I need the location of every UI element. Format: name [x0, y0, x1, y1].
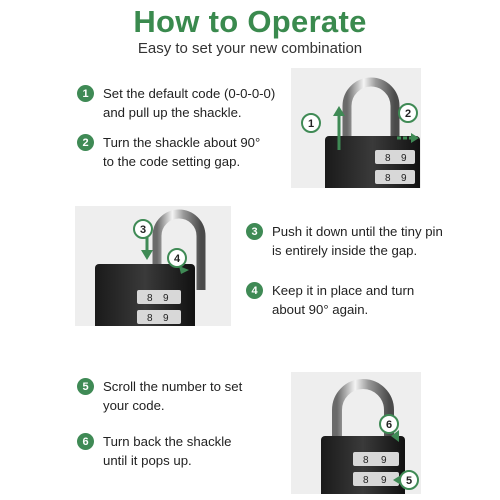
dial-row-1: [137, 290, 181, 304]
step-5: 5 Scroll the number to set your code.: [77, 377, 242, 415]
svg-text:6: 6: [386, 419, 392, 431]
dial-digit: 9: [163, 293, 169, 304]
callout-badge-4: [167, 248, 187, 268]
dial-row-2: [353, 472, 399, 486]
step-3-badge: 3: [246, 223, 263, 240]
callout-badge-5: [399, 470, 419, 490]
down-arrow-head-icon: [141, 250, 153, 260]
dial-digit: 8: [385, 173, 391, 184]
step-4-badge: 4: [246, 282, 263, 299]
step-4: 4 Keep it in place and turn about 90° ag…: [246, 281, 414, 319]
shackle-icon: [342, 77, 400, 188]
step-6-text: Turn back the shackle until it pops up.: [103, 434, 232, 468]
padlock-illustration-closed: 8 9 8 9 6 5: [321, 379, 419, 494]
dial-row-2: [137, 310, 181, 324]
scroll-arrow-head-icon: [393, 475, 401, 485]
step-4-text: Keep it in place and turn about 90° agai…: [272, 283, 415, 317]
dial-row-1: [353, 452, 399, 466]
panel-step-3-4: 8 9 8 9 3 4: [75, 206, 231, 326]
svg-text:3: 3: [140, 224, 146, 236]
page-title: How to Operate: [133, 4, 367, 39]
step-3-text: Push it down until the tiny pin is entir…: [272, 224, 443, 258]
dial-digit: 9: [401, 173, 407, 184]
padlock-illustration-open: 8 9 8 9 1 2: [301, 77, 420, 188]
panel-step-5-6: 8 9 8 9 6 5: [291, 372, 421, 494]
callout-badge-6: [379, 414, 399, 434]
shackle-icon: [152, 209, 206, 290]
callout-badge-1: [301, 113, 321, 133]
svg-text:5: 5: [406, 475, 412, 487]
dial-digit: 9: [381, 455, 387, 466]
callout-badge-3: [133, 219, 153, 239]
callout-badge-2: [398, 103, 418, 123]
step-1-text: Set the default code (0-0-0-0) and pull …: [103, 86, 276, 120]
turn-arrow-icon: [179, 266, 189, 274]
step-5-badge: 5: [77, 378, 94, 395]
dial-row-2: [375, 170, 415, 184]
dial-digit: 8: [363, 455, 369, 466]
dial-row-1: [375, 150, 415, 164]
dial-digit: 8: [147, 313, 153, 324]
dial-digit: 8: [363, 475, 369, 486]
dial-digit: 9: [381, 475, 387, 486]
step-1: 1 Set the default code (0-0-0-0) and pul…: [77, 84, 275, 122]
dial-digit: 9: [163, 313, 169, 324]
step-3: 3 Push it down until the tiny pin is ent…: [246, 222, 443, 260]
step-2-text: Turn the shackle about 90° to the code s…: [103, 135, 261, 169]
step-2-badge: 2: [77, 134, 94, 151]
padlock-illustration-turning: 8 9 8 9 3 4: [95, 209, 206, 326]
step-6: 6 Turn back the shackle until it pops up…: [77, 432, 232, 470]
dial-digit: 8: [385, 153, 391, 164]
step-6-badge: 6: [77, 433, 94, 450]
right-arrow-head-icon: [411, 133, 419, 143]
return-arrow-icon: [391, 430, 399, 442]
step-2: 2 Turn the shackle about 90° to the code…: [77, 133, 260, 171]
dial-digit: 9: [401, 153, 407, 164]
shackle-icon: [332, 379, 394, 444]
page-subtitle: Easy to set your new combination: [137, 40, 363, 57]
dial-digit: 8: [147, 293, 153, 304]
panel-step-1-2: 8 9 8 9 1 2: [291, 68, 421, 188]
step-1-badge: 1: [77, 85, 94, 102]
svg-text:1: 1: [308, 118, 314, 130]
up-arrow-head-icon: [333, 106, 345, 116]
step-5-text: Scroll the number to set your code.: [103, 379, 243, 413]
svg-text:2: 2: [405, 108, 411, 120]
svg-text:4: 4: [174, 253, 181, 265]
